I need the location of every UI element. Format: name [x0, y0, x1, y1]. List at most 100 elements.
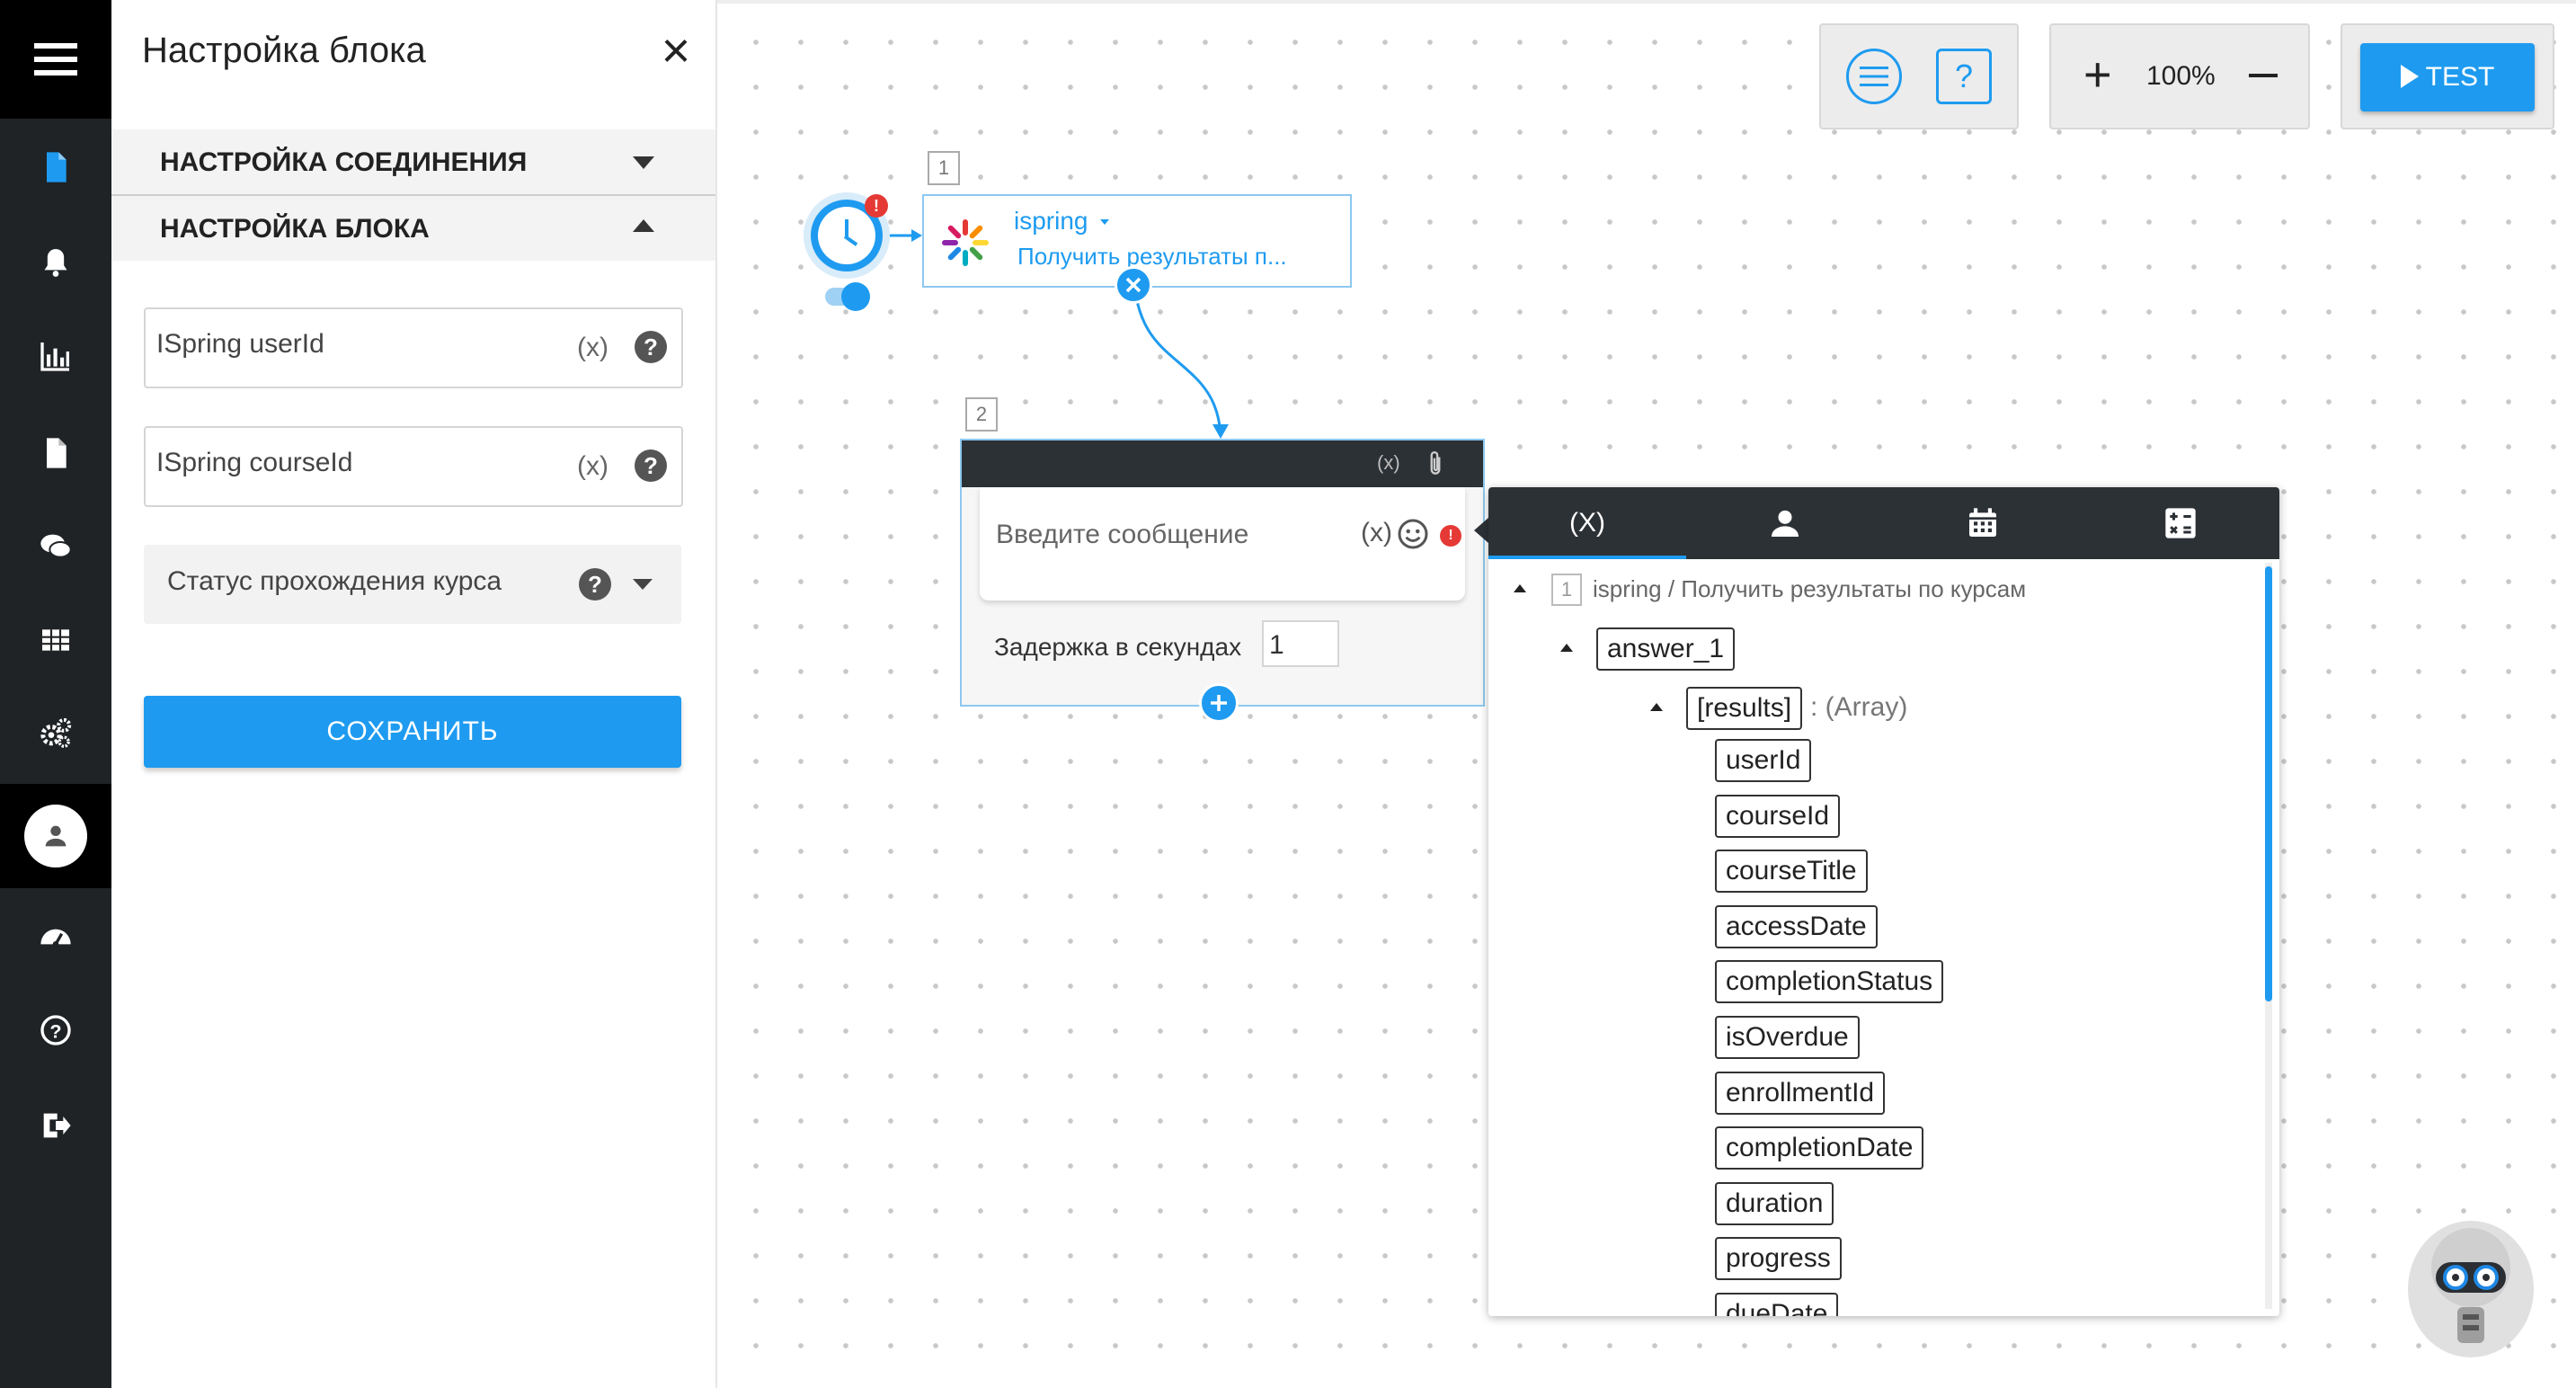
file-icon[interactable]	[0, 426, 111, 480]
variable-chip[interactable]: enrollmentId	[1715, 1072, 1886, 1115]
collapse-toggle-icon[interactable]	[1560, 644, 1573, 652]
field-label: ISpring userId	[156, 329, 324, 359]
zoom-out-icon[interactable]	[2249, 74, 2278, 77]
section-connection-settings[interactable]: НАСТРОЙКА СОЕДИНЕНИЯ	[111, 129, 715, 194]
tab-user[interactable]	[1686, 487, 1884, 559]
variable-chip[interactable]: courseId	[1715, 795, 1841, 838]
field-label: ISpring courseId	[156, 448, 353, 477]
top-border	[717, 0, 2576, 4]
account-button[interactable]	[0, 784, 111, 888]
robot-assistant-icon[interactable]	[2403, 1214, 2538, 1359]
variable-insert-button[interactable]: (x)	[1361, 518, 1392, 547]
variable-chip[interactable]: dueDate	[1715, 1293, 1839, 1316]
play-icon	[2400, 65, 2419, 88]
help-button[interactable]: ?	[1936, 49, 1992, 104]
message-input[interactable]: Введите сообщение (x) !	[980, 487, 1465, 601]
hamburger-menu-icon[interactable]	[0, 0, 111, 119]
toolbar-group-zoom: + 100%	[2049, 23, 2310, 129]
message-placeholder: Введите сообщение	[996, 520, 1249, 549]
document-icon[interactable]	[0, 140, 111, 194]
help-icon[interactable]: ?	[635, 331, 667, 363]
popup-pointer	[1474, 518, 1488, 543]
remove-connection-icon[interactable]	[1115, 266, 1152, 304]
calendar-icon	[1969, 508, 1996, 537]
close-icon[interactable]: ×	[661, 22, 691, 78]
bar-chart-icon[interactable]	[0, 329, 111, 383]
test-button[interactable]: TEST	[2360, 43, 2535, 111]
section-label: НАСТРОЙКА БЛОКА	[160, 214, 430, 244]
bell-icon[interactable]	[0, 236, 111, 289]
help-circle-icon[interactable]: ?	[0, 1003, 111, 1057]
course-status-select[interactable]: Статус прохождения курса ?	[144, 545, 681, 624]
node-dropdown-icon[interactable]	[1100, 219, 1109, 225]
array-type-label: : (Array)	[1810, 692, 1908, 722]
ispring-userid-field[interactable]: ISpring userId (x) ?	[144, 307, 683, 388]
section-block-settings[interactable]: НАСТРОЙКА БЛОКА	[111, 196, 715, 261]
tab-variables[interactable]: (X)	[1569, 508, 1605, 538]
divider	[111, 194, 715, 196]
tab-date[interactable]	[1884, 487, 2082, 559]
table-icon[interactable]	[0, 613, 111, 667]
node-header: (x)	[962, 440, 1483, 487]
node-connector-arrow	[1212, 424, 1229, 439]
zoom-in-icon[interactable]: +	[2083, 48, 2112, 102]
variable-chip[interactable]: userId	[1715, 739, 1812, 782]
message-node[interactable]: (x) Введите сообщение (x) ! Задержка в с…	[960, 439, 1485, 707]
active-tab-indicator	[1488, 556, 1686, 559]
list-menu-icon[interactable]	[1846, 49, 1902, 104]
node-service-name[interactable]: ispring	[1014, 207, 1088, 235]
variable-insert-button[interactable]: (x)	[577, 333, 608, 362]
attachment-icon[interactable]	[1424, 449, 1447, 478]
delay-seconds-input[interactable]: 1	[1262, 620, 1339, 667]
help-icon[interactable]: ?	[579, 568, 611, 601]
chevron-down-icon	[633, 156, 654, 169]
block-settings-panel: Настройка блока × НАСТРОЙКА СОЕДИНЕНИЯ Н…	[111, 0, 717, 1388]
collapse-toggle-icon[interactable]	[1514, 584, 1526, 592]
save-button[interactable]: СОХРАНИТЬ	[144, 696, 681, 768]
variable-insert-button[interactable]: (x)	[1377, 451, 1400, 474]
help-icon[interactable]: ?	[635, 449, 667, 482]
calculator-icon	[2165, 508, 2196, 538]
node-connector	[1133, 285, 1222, 434]
variable-chip[interactable]: progress	[1715, 1237, 1842, 1280]
select-label: Статус прохождения курса	[167, 566, 502, 596]
source-path: ispring / Получить результаты по курсам	[1593, 575, 2027, 602]
add-node-icon[interactable]	[1199, 683, 1239, 723]
collapse-toggle-icon[interactable]	[1650, 703, 1663, 711]
logout-icon[interactable]	[0, 1099, 111, 1152]
error-badge-icon: !	[1440, 525, 1461, 547]
dashboard-gauge-icon[interactable]	[0, 910, 111, 964]
variable-chip[interactable]: courseTitle	[1715, 850, 1868, 893]
ispring-logo-icon	[942, 219, 989, 266]
variable-chip[interactable]: duration	[1715, 1182, 1834, 1225]
toolbar-group-view: ?	[1819, 23, 2019, 129]
scrollbar-thumb[interactable]	[2265, 566, 2272, 1001]
section-label: НАСТРОЙКА СОЕДИНЕНИЯ	[160, 147, 528, 177]
variable-chip-results[interactable]: [results]	[1686, 687, 1803, 730]
variables-popup: (X) 1 ispring / Получить результаты по к…	[1488, 487, 2279, 1316]
test-label: TEST	[2425, 62, 2495, 92]
emoji-icon[interactable]	[1397, 518, 1429, 550]
main-sidebar: ?	[0, 0, 111, 1388]
node-number: 1	[928, 151, 960, 185]
variable-chip-answer[interactable]: answer_1	[1596, 627, 1736, 671]
zoom-level: 100%	[2146, 61, 2216, 91]
variable-chip[interactable]: isOverdue	[1715, 1016, 1860, 1059]
variable-chip[interactable]: completionDate	[1715, 1126, 1924, 1170]
gears-icon[interactable]	[0, 707, 111, 761]
node-number: 2	[965, 397, 998, 432]
chat-icon[interactable]	[0, 520, 111, 574]
variable-insert-button[interactable]: (x)	[577, 451, 608, 481]
variable-chip[interactable]: accessDate	[1715, 905, 1878, 948]
source-node-number: 1	[1551, 574, 1582, 606]
avatar-icon	[24, 805, 87, 868]
user-icon	[1772, 510, 1799, 537]
popup-tabs: (X)	[1488, 487, 2279, 559]
tab-math[interactable]	[2082, 487, 2279, 559]
variable-chip[interactable]: completionStatus	[1715, 960, 1944, 1003]
ispring-courseid-field[interactable]: ISpring courseId (x) ?	[144, 426, 683, 507]
chevron-up-icon	[633, 219, 654, 232]
svg-text:?: ?	[49, 1019, 61, 1042]
trigger-toggle[interactable]	[825, 282, 870, 311]
